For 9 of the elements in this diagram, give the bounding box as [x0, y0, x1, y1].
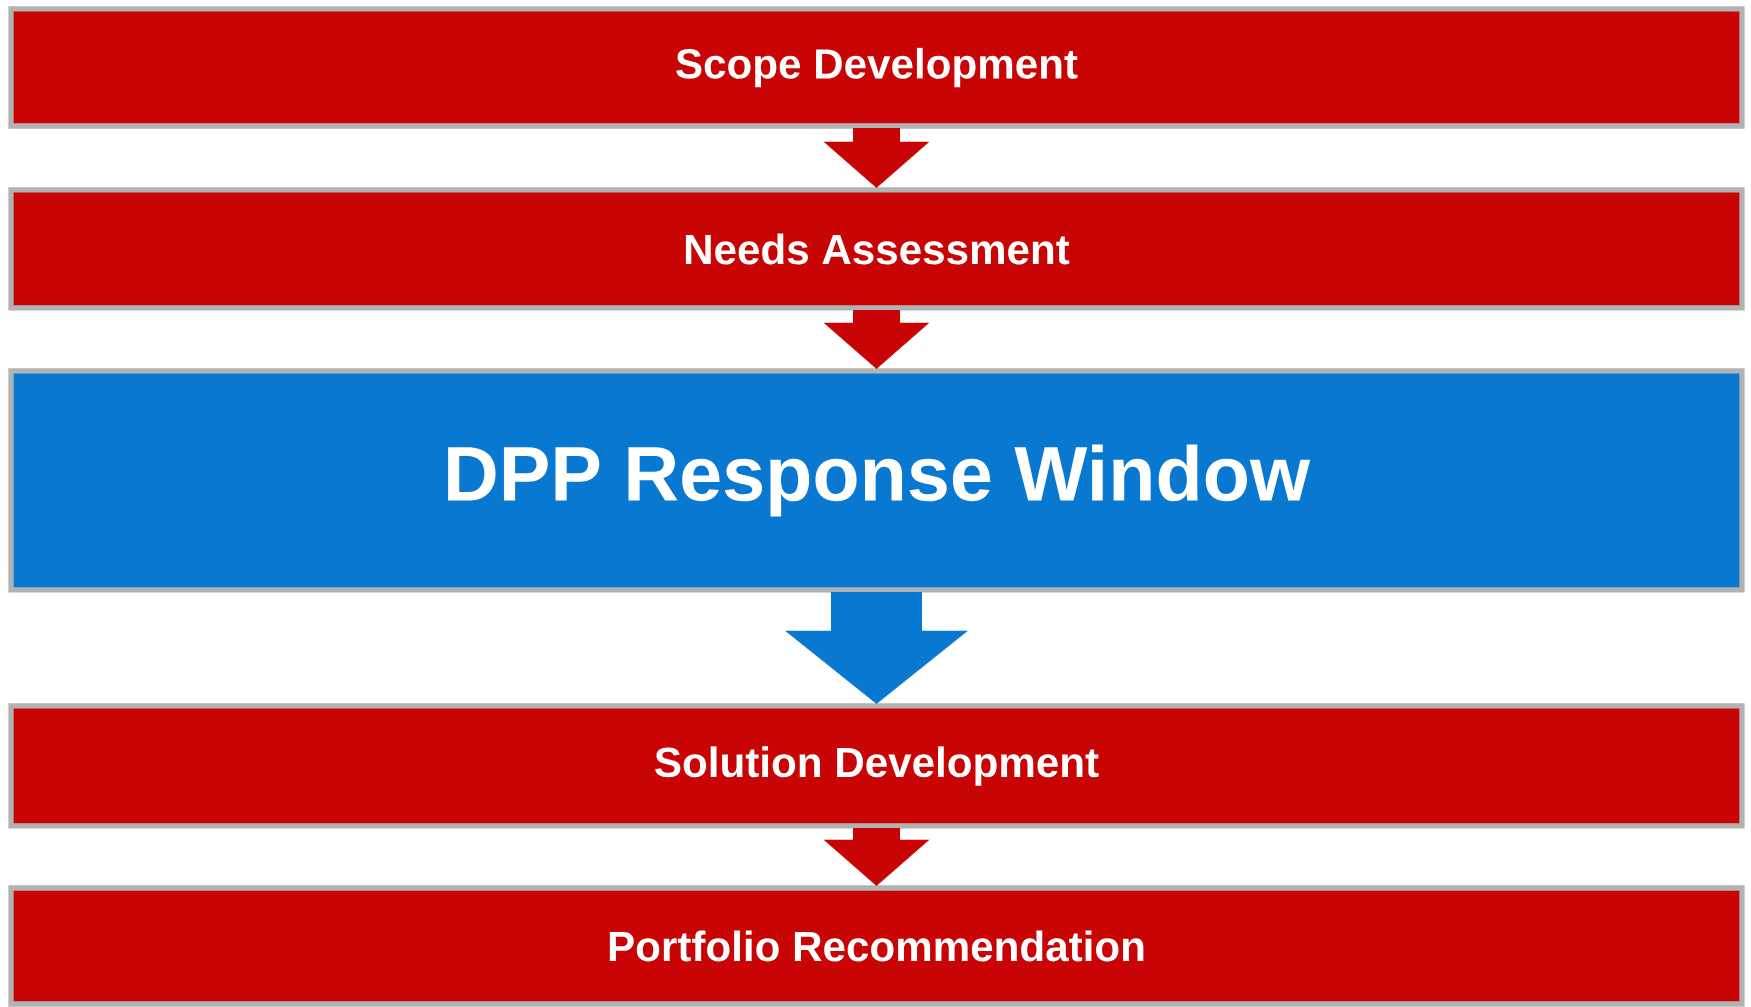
process-box: Solution Development	[8, 703, 1745, 829]
block-arrow	[785, 592, 968, 705]
block-arrow	[823, 828, 930, 887]
block-arrow	[823, 128, 930, 189]
process-box: Scope Development	[8, 6, 1745, 129]
block-arrow	[823, 310, 930, 370]
process-box: DPP Response Window	[8, 368, 1745, 593]
process-box: Needs Assessment	[8, 187, 1745, 311]
process-box: Portfolio Recommendation	[8, 885, 1745, 1007]
